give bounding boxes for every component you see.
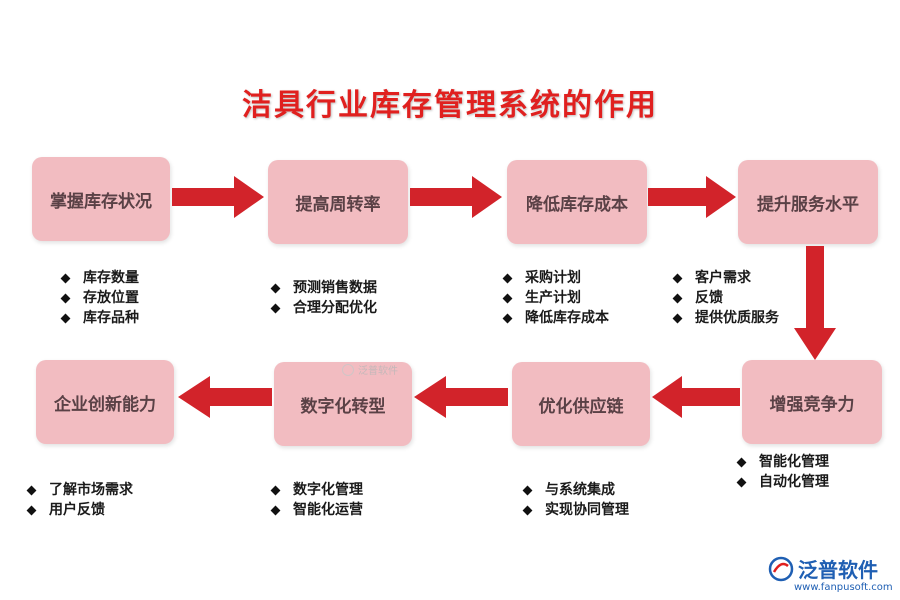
diamond-bullet-icon: [26, 485, 37, 495]
node-label: 提高周转率: [295, 194, 381, 215]
watermark-text: 泛普软件: [358, 366, 398, 377]
list-item: 了解市场需求: [26, 480, 133, 500]
diamond-bullet-icon: [270, 283, 281, 293]
diamond-bullet-icon: [270, 505, 281, 515]
list-item: 合理分配优化: [270, 298, 377, 318]
node-optimize-supply-chain: 优化供应链: [512, 362, 650, 446]
node-item-list: 与系统集成 实现协同管理: [522, 480, 629, 520]
list-item: 客户需求: [672, 268, 779, 288]
node-label: 数字化转型: [300, 396, 386, 417]
diamond-bullet-icon: [270, 303, 281, 313]
diagram-title: 洁具行业库存管理系统的作用: [242, 88, 658, 123]
node-item-list: 库存数量 存放位置 库存品种: [60, 268, 139, 328]
list-item: 智能化管理: [736, 452, 829, 472]
node-label: 降低库存成本: [526, 194, 628, 215]
diamond-bullet-icon: [60, 293, 71, 303]
list-item: 反馈: [672, 288, 779, 308]
diamond-bullet-icon: [60, 313, 71, 323]
diamond-bullet-icon: [736, 477, 747, 487]
arrow-left-icon: [414, 376, 508, 418]
diamond-bullet-icon: [672, 273, 683, 283]
list-item: 用户反馈: [26, 500, 133, 520]
node-item-list: 客户需求 反馈 提供优质服务: [672, 268, 779, 328]
watermark-logo-icon: [342, 363, 354, 376]
list-item: 采购计划: [502, 268, 609, 288]
diamond-bullet-icon: [60, 273, 71, 283]
list-item: 生产计划: [502, 288, 609, 308]
arrow-right-icon: [172, 176, 264, 218]
brand-logo: 泛普软件: [768, 554, 878, 583]
arrow-down-icon: [794, 246, 836, 360]
node-item-list: 数字化管理 智能化运营: [270, 480, 363, 520]
node-reduce-cost: 降低库存成本: [507, 160, 647, 244]
list-item: 与系统集成: [522, 480, 629, 500]
diamond-bullet-icon: [502, 313, 513, 323]
node-item-list: 预测销售数据 合理分配优化: [270, 278, 377, 318]
node-improve-turnover: 提高周转率: [268, 160, 408, 244]
node-innovation-ability: 企业创新能力: [36, 360, 174, 444]
node-item-list: 采购计划 生产计划 降低库存成本: [502, 268, 609, 328]
diamond-bullet-icon: [502, 273, 513, 283]
arrow-right-icon: [410, 176, 502, 218]
node-label: 优化供应链: [538, 396, 624, 417]
node-grasp-inventory: 掌握库存状况: [32, 157, 170, 241]
list-item: 数字化管理: [270, 480, 363, 500]
list-item: 预测销售数据: [270, 278, 377, 298]
diamond-bullet-icon: [26, 505, 37, 515]
node-item-list: 了解市场需求 用户反馈: [26, 480, 133, 520]
node-label: 增强竞争力: [769, 394, 855, 415]
list-item: 库存品种: [60, 308, 139, 328]
list-item: 降低库存成本: [502, 308, 609, 328]
diamond-bullet-icon: [736, 457, 747, 467]
node-label: 掌握库存状况: [50, 191, 152, 212]
list-item: 智能化运营: [270, 500, 363, 520]
node-improve-service: 提升服务水平: [738, 160, 878, 244]
diamond-bullet-icon: [502, 293, 513, 303]
node-item-list: 智能化管理 自动化管理: [736, 452, 829, 492]
diamond-bullet-icon: [672, 293, 683, 303]
logo-name: 泛普软件: [798, 558, 878, 582]
list-item: 存放位置: [60, 288, 139, 308]
arrow-right-icon: [648, 176, 736, 218]
list-item: 提供优质服务: [672, 308, 779, 328]
diamond-bullet-icon: [522, 505, 533, 515]
fanpu-logo-icon: [768, 556, 794, 581]
list-item: 库存数量: [60, 268, 139, 288]
node-label: 企业创新能力: [54, 394, 156, 415]
diamond-bullet-icon: [270, 485, 281, 495]
list-item: 自动化管理: [736, 472, 829, 492]
arrow-left-icon: [178, 376, 272, 418]
watermark: 泛普软件: [342, 362, 398, 377]
node-enhance-competitiveness: 增强竞争力: [742, 360, 882, 444]
node-label: 提升服务水平: [757, 194, 859, 215]
diamond-bullet-icon: [672, 313, 683, 323]
arrow-left-icon: [652, 376, 740, 418]
diamond-bullet-icon: [522, 485, 533, 495]
node-digital-transformation: 数字化转型: [274, 362, 412, 446]
logo-url: www.fanpusoft.com: [794, 582, 893, 593]
list-item: 实现协同管理: [522, 500, 629, 520]
